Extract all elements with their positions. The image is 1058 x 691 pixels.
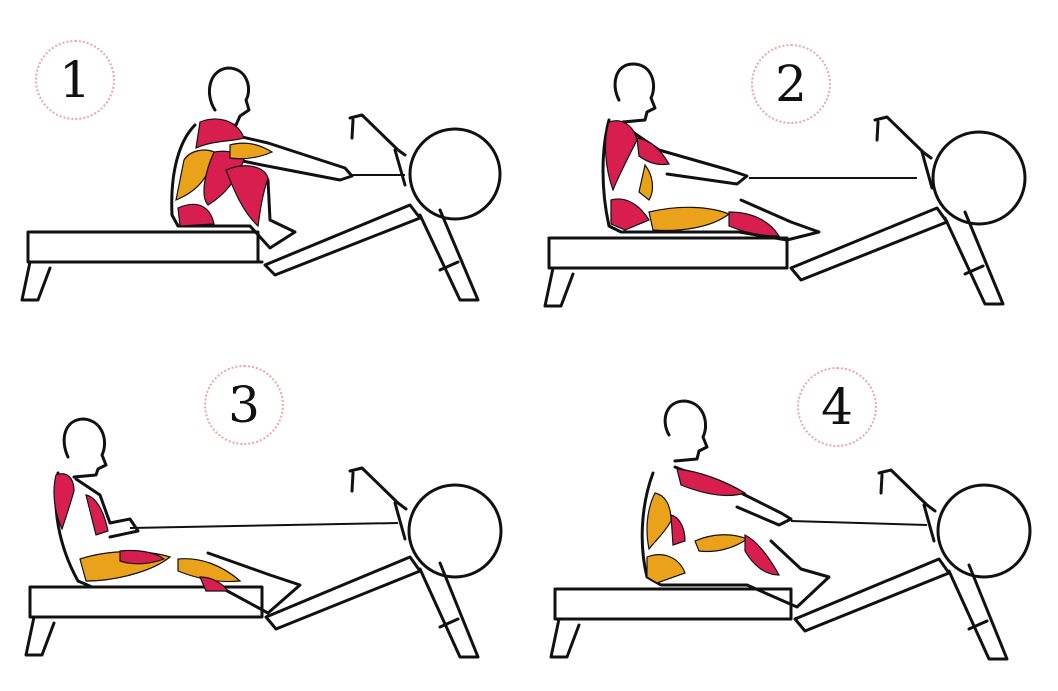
rowing-machine	[20, 113, 502, 302]
step-badge: 4	[797, 367, 877, 447]
rower-figure	[601, 62, 821, 242]
step-3-panel: 3	[0, 345, 529, 690]
step-number: 2	[775, 55, 807, 113]
rowing-machine-illustration-2	[543, 62, 1027, 308]
step-badge: 3	[204, 365, 284, 445]
step-4-panel: 4	[529, 345, 1058, 690]
rowing-machine	[543, 115, 1027, 308]
rower-figure	[53, 417, 302, 615]
step-1-panel: 1	[0, 0, 529, 345]
step-2-panel: 2	[529, 0, 1058, 345]
rowing-machine	[549, 468, 1032, 661]
step-number: 1	[59, 51, 91, 109]
rower-figure	[170, 66, 354, 250]
rower-figure	[640, 399, 831, 609]
step-badge: 1	[35, 40, 115, 120]
step-badge: 2	[751, 44, 831, 124]
rowing-machine-illustration-1	[20, 66, 502, 302]
step-number: 4	[821, 378, 853, 436]
rowing-machine-illustration-4	[549, 399, 1032, 661]
step-number: 3	[228, 376, 260, 434]
rowing-machine-illustration-3	[24, 417, 503, 659]
